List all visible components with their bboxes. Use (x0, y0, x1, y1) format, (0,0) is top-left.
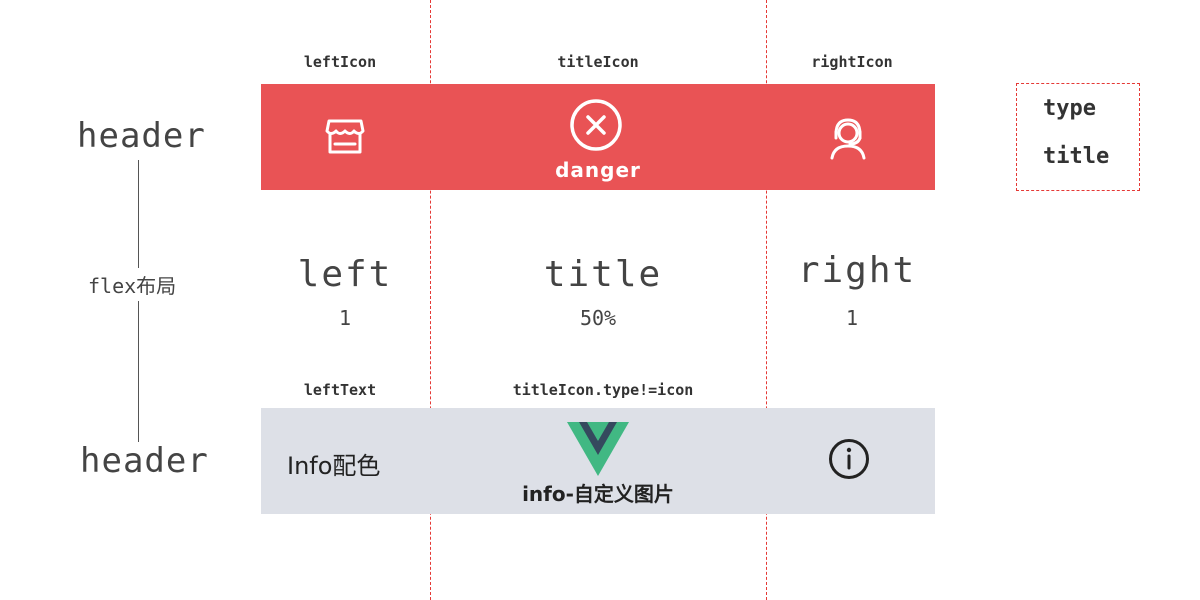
caption-left-text: leftText (303, 381, 377, 399)
flex-left-label: left (297, 254, 393, 295)
customer-service-icon[interactable] (826, 114, 870, 160)
flex-title-label: title (543, 254, 663, 295)
danger-header-bar: danger (261, 84, 935, 190)
guide-line-right (766, 0, 767, 600)
side-connector-line (138, 160, 139, 442)
flex-layout-label: flex布局 (88, 268, 177, 301)
danger-title: danger (555, 158, 641, 182)
caption-title-icon-type: titleIcon.type!=icon (512, 381, 694, 399)
caption-right-icon: rightIcon (811, 53, 893, 71)
guide-line-left (430, 0, 431, 600)
legend-title: title (1043, 144, 1110, 169)
flex-right-value: 1 (845, 306, 859, 330)
info-title: info-自定义图片 (522, 482, 674, 506)
legend-type: type (1043, 96, 1096, 121)
close-circle-icon[interactable] (569, 98, 623, 152)
header-label-bottom: header (80, 441, 209, 481)
flex-right-label: right (797, 250, 917, 291)
shop-icon[interactable] (323, 114, 367, 158)
caption-left-icon: leftIcon (303, 53, 377, 71)
vue-logo-image (567, 422, 629, 476)
caption-title-icon: titleIcon (557, 53, 639, 71)
info-left-text[interactable]: Info配色 (287, 452, 381, 480)
flex-title-value: 50% (579, 306, 617, 330)
flex-left-value: 1 (338, 306, 352, 330)
header-label-top: header (77, 116, 206, 156)
info-circle-icon[interactable] (828, 438, 870, 480)
type-title-legend-box: type title (1016, 83, 1140, 191)
